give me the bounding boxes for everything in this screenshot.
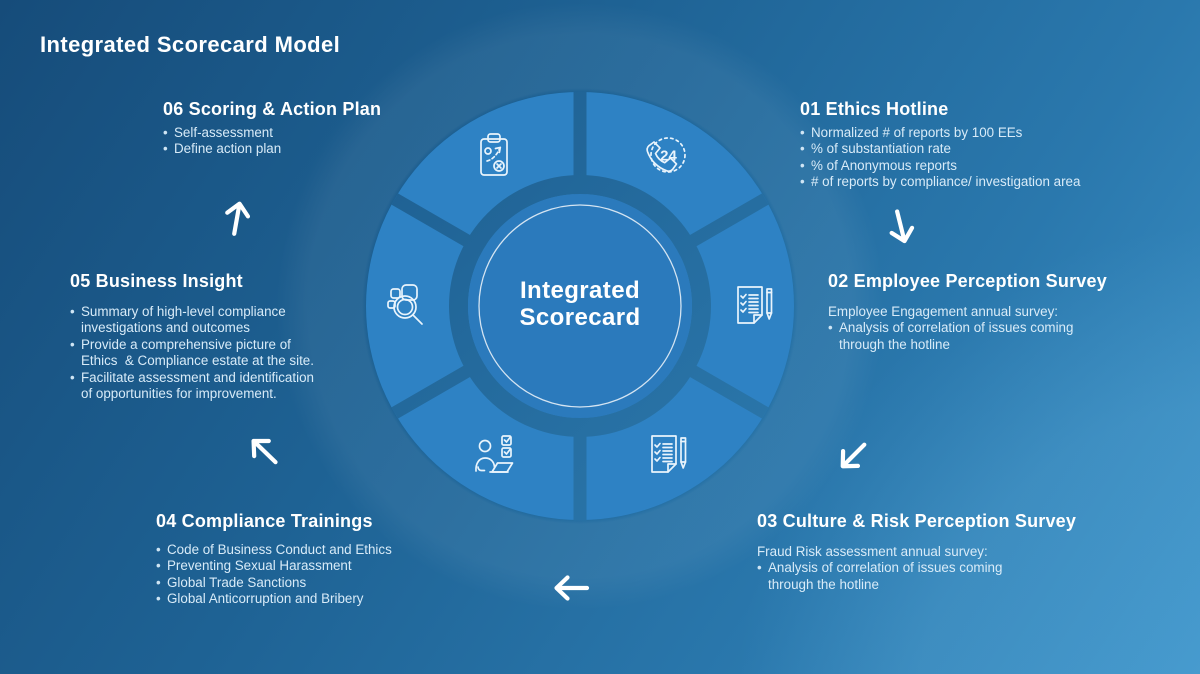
section-business-insight: 05 Business Insight Summary of high-leve…: [70, 271, 370, 402]
section-intro: Fraud Risk assessment annual survey:: [757, 544, 988, 559]
bullet-item: # of reports by compliance/ investigatio…: [800, 174, 1200, 190]
scorecard-wheel: [366, 91, 794, 521]
bullet-list: Code of Business Conduct and Ethics Prev…: [156, 542, 392, 608]
training-person-laptop-icon: [475, 435, 514, 473]
wheel-inner-gap-ring: [449, 175, 711, 437]
bullet-list: Analysis of correlation of issues coming…: [757, 560, 1097, 593]
bullet-item: Facilitate assessment and identification…: [70, 370, 370, 403]
bullet-item: Global Trade Sanctions: [156, 575, 392, 591]
bullet-item: Preventing Sexual Harassment: [156, 558, 392, 574]
bullet-item: Self-assessment: [163, 125, 381, 141]
bullet-list: Normalized # of reports by 100 EEs % of …: [800, 125, 1200, 191]
survey-checklist-pen-icon: [737, 286, 773, 324]
wheel-center-label: Integrated Scorecard: [480, 277, 680, 331]
wheel-center-ring: [478, 204, 682, 408]
section-compliance-trainings: 04 Compliance Trainings Code of Business…: [156, 511, 392, 608]
arrow-down-left-icon: [840, 442, 867, 469]
bullet-item: Analysis of correlation of issues coming…: [757, 560, 1097, 593]
arrow-left-icon: [554, 575, 590, 601]
bullet-item: Provide a comprehensive picture of Ethic…: [70, 337, 370, 370]
bullet-item: Analysis of correlation of issues coming…: [828, 320, 1168, 353]
bullet-item: Summary of high-level compliance investi…: [70, 304, 370, 337]
survey-checklist-pen-icon: [651, 435, 687, 473]
arrow-up-icon: [225, 201, 251, 236]
bullet-item: Normalized # of reports by 100 EEs: [800, 125, 1200, 141]
bullet-list: Analysis of correlation of issues coming…: [828, 320, 1168, 353]
bullet-item: % of Anonymous reports: [800, 158, 1200, 174]
bullet-item: Code of Business Conduct and Ethics: [156, 542, 392, 558]
page-title: Integrated Scorecard Model: [40, 32, 341, 57]
hotline-phone-24-icon: 24: [646, 137, 686, 173]
bullet-item: Define action plan: [163, 141, 381, 157]
arrow-up-left-icon: [251, 438, 278, 465]
section-heading: 06 Scoring & Action Plan: [163, 99, 382, 119]
arrow-down-icon: [889, 209, 915, 244]
center-label-line1: Integrated: [519, 277, 640, 304]
section-culture-risk-perception-survey: 03 Culture & Risk Perception Survey Frau…: [757, 511, 1097, 593]
section-heading: 05 Business Insight: [70, 271, 243, 291]
bullet-list: Summary of high-level compliance investi…: [70, 304, 370, 402]
wheel-center-circle: [468, 194, 692, 418]
data-search-icon: [387, 284, 423, 325]
bullet-item: % of substantiation rate: [800, 141, 1200, 157]
strategy-clipboard-icon: [480, 133, 508, 176]
bullet-item: Global Anticorruption and Bribery: [156, 591, 392, 607]
section-heading: 03 Culture & Risk Perception Survey: [757, 511, 1077, 531]
section-employee-perception-survey: 02 Employee Perception Survey Employee E…: [828, 271, 1168, 353]
bullet-list: Self-assessment Define action plan: [163, 125, 381, 158]
section-heading: 02 Employee Perception Survey: [828, 271, 1107, 291]
section-intro: Employee Engagement annual survey:: [828, 304, 1059, 319]
section-heading: 04 Compliance Trainings: [156, 511, 373, 531]
section-heading: 01 Ethics Hotline: [800, 99, 949, 119]
section-ethics-hotline: 01 Ethics Hotline Normalized # of report…: [800, 99, 1200, 191]
center-label-line2: Scorecard: [519, 304, 641, 331]
section-scoring-action-plan: 06 Scoring & Action Plan Self-assessment…: [163, 99, 381, 158]
